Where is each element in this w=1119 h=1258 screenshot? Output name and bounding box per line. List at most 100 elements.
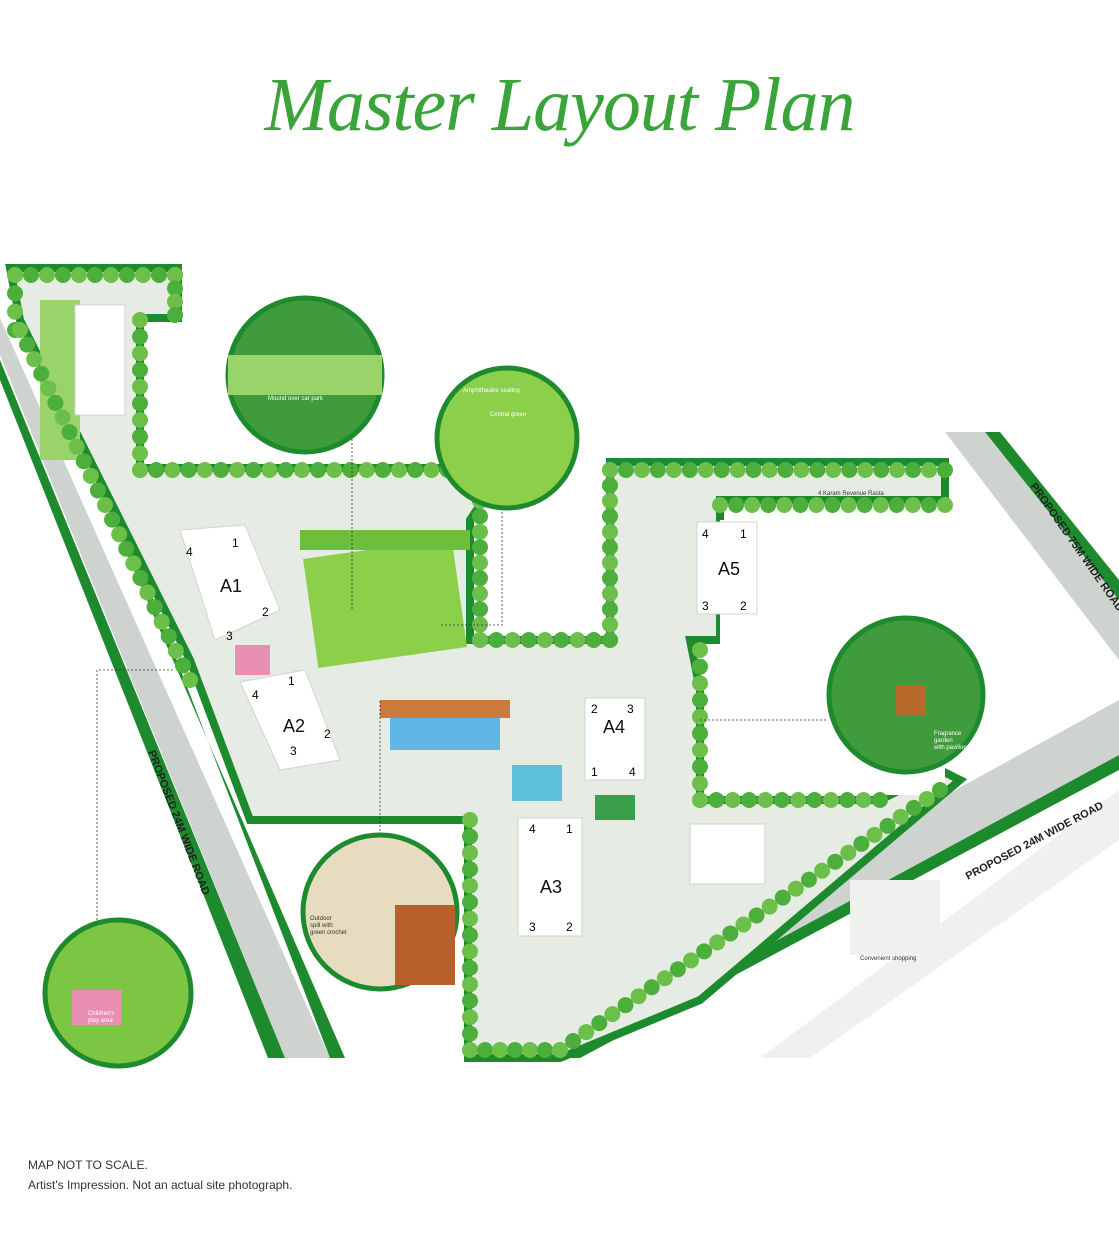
tower-a5-core-2: 2	[740, 599, 747, 613]
tree	[552, 1042, 568, 1058]
tree	[856, 497, 873, 513]
callout-fragrance-label-2: garden	[934, 738, 953, 744]
tree	[824, 497, 841, 513]
tower-a5: A5 4 1 3 2	[696, 521, 758, 615]
tree	[872, 792, 888, 808]
callout-fragrance: Fragrance garden with pavilion	[826, 615, 986, 775]
tower-a1-label: A1	[220, 576, 242, 596]
tree	[604, 1006, 621, 1023]
tower-a1-core-4: 4	[186, 545, 193, 559]
tree	[103, 267, 119, 283]
tower-a4-core-2: 2	[591, 702, 598, 716]
tree	[872, 497, 889, 513]
tree	[374, 462, 391, 478]
tree	[602, 601, 618, 618]
tree	[841, 462, 858, 478]
tree	[814, 862, 831, 879]
tree	[125, 555, 142, 572]
tree	[879, 817, 896, 834]
tree	[790, 792, 807, 808]
pool-deck	[380, 700, 510, 718]
tree	[840, 844, 857, 861]
tree	[921, 462, 938, 478]
tree	[602, 492, 618, 509]
tree	[472, 539, 488, 556]
tree	[806, 792, 823, 808]
east-road-verge	[985, 432, 1119, 600]
tree	[462, 844, 478, 861]
tree	[522, 1042, 538, 1058]
tree	[692, 692, 708, 708]
tree	[920, 497, 937, 513]
tree	[472, 570, 488, 587]
tree	[602, 554, 618, 571]
tree	[472, 523, 488, 540]
tree	[89, 482, 106, 499]
tree	[160, 628, 177, 645]
tower-a4: A4 2 3 1 4	[584, 697, 646, 781]
tree	[164, 462, 181, 478]
tree	[504, 632, 521, 648]
tree	[146, 599, 163, 616]
tree	[477, 1042, 493, 1058]
tree	[462, 812, 478, 828]
tree	[132, 428, 148, 445]
tree	[602, 477, 618, 494]
tree	[12, 322, 28, 338]
tree	[132, 395, 148, 412]
tree	[853, 835, 870, 852]
callout-fragrance-label-1: Fragrance	[934, 731, 962, 737]
impression-note: Artist's Impression. Not an actual site …	[28, 1178, 293, 1192]
tree	[342, 462, 359, 478]
shopping-label: Convenient shopping	[860, 956, 916, 962]
tree	[196, 462, 213, 478]
play-area-patch	[235, 645, 270, 675]
tree	[692, 708, 708, 725]
tree	[617, 997, 634, 1014]
tree	[724, 792, 741, 808]
tower-a1-core-2: 2	[262, 605, 269, 619]
tree	[591, 1015, 608, 1032]
callout-central-green: Amphitheatre seating Central green	[434, 365, 580, 511]
tree	[800, 871, 817, 888]
tree	[905, 799, 922, 816]
tree	[472, 616, 488, 633]
tree	[630, 988, 647, 1005]
tree	[602, 523, 618, 540]
tree	[793, 462, 810, 478]
tower-a5-core-4: 4	[702, 527, 709, 541]
tower-a2-core-4: 4	[252, 688, 259, 702]
tree	[462, 861, 478, 878]
tree	[180, 462, 197, 478]
tree	[722, 925, 739, 942]
tree	[139, 584, 156, 601]
tree	[787, 880, 804, 897]
tree	[7, 303, 23, 320]
tree	[212, 462, 229, 478]
tree	[692, 675, 708, 692]
tree	[744, 497, 761, 513]
tree	[182, 672, 198, 688]
tree	[167, 307, 183, 323]
tower-a5-label: A5	[718, 559, 740, 579]
tree	[712, 497, 728, 513]
tree	[656, 970, 673, 987]
tree	[462, 877, 478, 894]
tree	[683, 952, 700, 969]
tree	[472, 554, 488, 571]
tree	[520, 632, 537, 648]
tree	[839, 792, 856, 808]
tree-canopy	[7, 267, 953, 1058]
tower-a1-core-1: 1	[232, 536, 239, 550]
tree	[47, 394, 64, 411]
tower-a3-core-4: 4	[529, 822, 536, 836]
tree	[82, 467, 99, 484]
north-block	[74, 304, 126, 416]
tree	[391, 462, 408, 478]
tree	[462, 894, 478, 911]
tree	[904, 497, 921, 513]
callout-central-green-label: Central green	[490, 412, 526, 418]
tree	[932, 782, 948, 798]
tree	[649, 462, 666, 478]
tree	[61, 424, 78, 441]
